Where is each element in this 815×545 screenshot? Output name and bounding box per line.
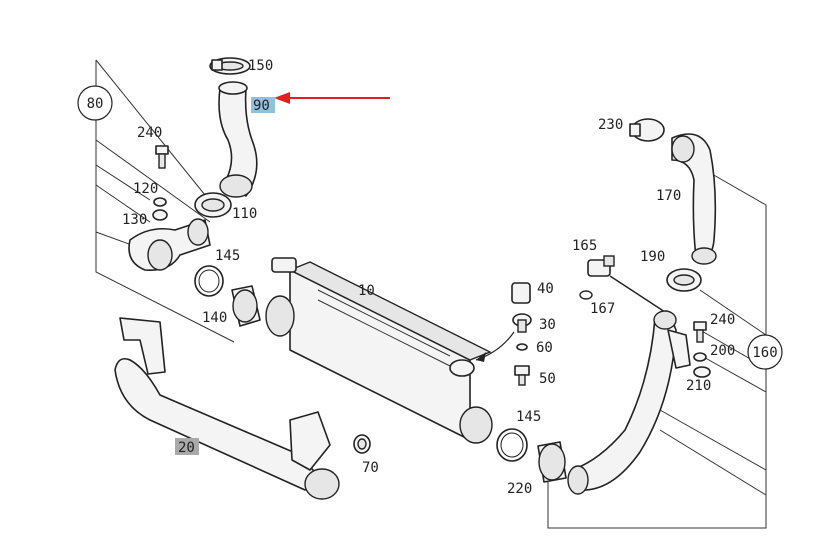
part-50-bolt[interactable] bbox=[514, 365, 530, 386]
label-167[interactable]: 167 bbox=[590, 301, 615, 317]
part-30-bushing[interactable] bbox=[512, 313, 532, 333]
highlight-box-90 bbox=[251, 97, 275, 113]
label-145-top[interactable]: 145 bbox=[215, 248, 240, 264]
part-165-sensor[interactable] bbox=[587, 255, 615, 277]
part-167-seal[interactable] bbox=[579, 290, 593, 300]
label-240-right[interactable]: 240 bbox=[710, 312, 735, 328]
part-240-bolt-left[interactable] bbox=[155, 145, 169, 169]
label-200[interactable]: 200 bbox=[710, 343, 735, 359]
part-190-clamp[interactable] bbox=[666, 268, 702, 292]
label-240-left[interactable]: 240 bbox=[137, 125, 162, 141]
label-120[interactable]: 120 bbox=[133, 181, 158, 197]
part-20-lower-pipe[interactable] bbox=[114, 317, 340, 500]
sensor-leader-line bbox=[609, 275, 666, 313]
part-210-nut[interactable] bbox=[693, 366, 711, 378]
label-140[interactable]: 140 bbox=[202, 310, 227, 326]
label-20[interactable]: 20 bbox=[178, 440, 195, 456]
label-70[interactable]: 70 bbox=[362, 460, 379, 476]
part-40-mount[interactable] bbox=[511, 282, 531, 304]
part-150-clamp[interactable] bbox=[209, 57, 251, 75]
label-110[interactable]: 110 bbox=[232, 206, 257, 222]
part-170-hose[interactable] bbox=[671, 133, 717, 265]
label-165[interactable]: 165 bbox=[572, 238, 597, 254]
label-50[interactable]: 50 bbox=[539, 371, 556, 387]
part-110-clamp[interactable] bbox=[194, 192, 232, 218]
connector-elbow-left[interactable] bbox=[128, 218, 211, 272]
part-230-clamp[interactable] bbox=[629, 118, 665, 142]
callout-circle-160[interactable]: 160 bbox=[747, 334, 783, 370]
label-10[interactable]: 10 bbox=[358, 283, 375, 299]
callout-circle-80[interactable]: 80 bbox=[77, 85, 113, 121]
part-240-bolt-right[interactable] bbox=[693, 321, 707, 343]
callout-80-label: 80 bbox=[87, 96, 104, 112]
label-170[interactable]: 170 bbox=[656, 188, 681, 204]
part-220-collar[interactable] bbox=[537, 441, 567, 483]
part-10-intercooler[interactable] bbox=[265, 257, 493, 444]
part-70-grommet[interactable] bbox=[353, 434, 371, 454]
label-40[interactable]: 40 bbox=[537, 281, 554, 297]
label-130[interactable]: 130 bbox=[122, 212, 147, 228]
pointer-arrow-red bbox=[274, 92, 390, 104]
label-150[interactable]: 150 bbox=[248, 58, 273, 74]
part-90-upper-hose[interactable] bbox=[218, 81, 258, 198]
label-30[interactable]: 30 bbox=[539, 317, 556, 333]
part-140-collar[interactable] bbox=[231, 285, 261, 327]
label-190[interactable]: 190 bbox=[640, 249, 665, 265]
left-group-frame bbox=[95, 59, 235, 343]
bracket-pointer-arrow bbox=[475, 331, 515, 362]
part-145-oring-top[interactable] bbox=[194, 265, 224, 297]
label-90[interactable]: 90 bbox=[253, 98, 270, 114]
part-60-washer[interactable] bbox=[516, 343, 528, 351]
right-lower-pipe[interactable] bbox=[567, 310, 691, 495]
label-60[interactable]: 60 bbox=[536, 340, 553, 356]
part-200-washer[interactable] bbox=[693, 352, 707, 362]
highlight-box-20 bbox=[175, 438, 199, 455]
part-145-oring-bottom[interactable] bbox=[496, 428, 528, 462]
callout-160-label: 160 bbox=[752, 345, 777, 361]
label-220[interactable]: 220 bbox=[507, 481, 532, 497]
label-230[interactable]: 230 bbox=[598, 117, 623, 133]
part-130-nut[interactable] bbox=[152, 209, 168, 221]
label-145-bottom[interactable]: 145 bbox=[516, 409, 541, 425]
label-210[interactable]: 210 bbox=[686, 378, 711, 394]
part-120-washer[interactable] bbox=[153, 197, 167, 207]
